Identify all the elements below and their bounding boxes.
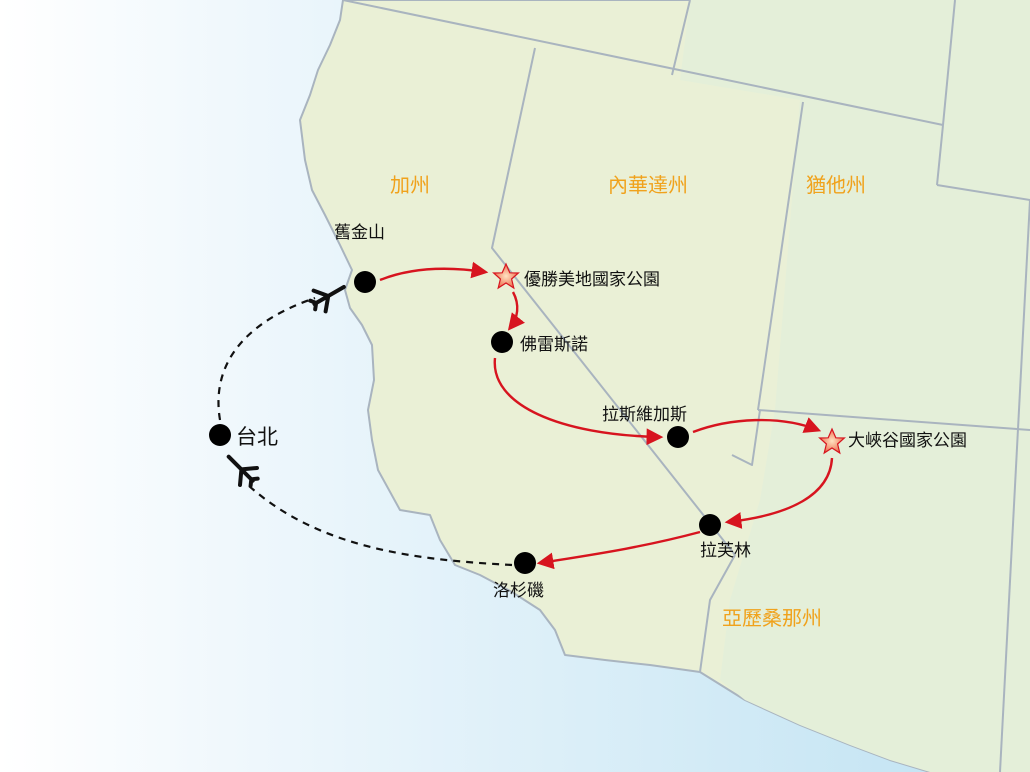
route-lasvegas-grandcanyon (692, 417, 822, 434)
city-label-laughlin: 拉芙林 (700, 541, 751, 561)
ground-routes (379, 261, 834, 570)
city-dot-taipei[interactable] (209, 424, 231, 446)
city-label-lasvegas: 拉斯維加斯 (602, 405, 687, 425)
star-icon[interactable] (818, 427, 846, 455)
city-label-yosemite: 優勝美地國家公園 (524, 270, 660, 290)
route-fresno-lasvegas (493, 357, 664, 446)
city-label-losangeles: 洛杉磯 (493, 581, 544, 601)
flight-route-outbound (217, 296, 316, 421)
city-label-sanfrancisco: 舊金山 (334, 223, 385, 243)
route-grandcanyon-laughlin (724, 457, 834, 529)
route-sf-yosemite (379, 261, 489, 282)
flight-routes (217, 296, 513, 567)
airplane-icon (308, 285, 346, 314)
city-label-fresno: 佛雷斯諾 (520, 335, 588, 355)
city-label-taipei: 台北 (236, 425, 278, 449)
state-label-utah: 猶他州 (806, 173, 866, 197)
state-label-arizona: 亞歷桑那州 (722, 606, 822, 630)
city-dot-fresno[interactable] (491, 331, 513, 353)
airplane-icon (226, 454, 260, 488)
star-icon[interactable] (492, 262, 520, 290)
state-label-california: 加州 (390, 173, 430, 197)
city-markers (209, 271, 721, 574)
route-yosemite-fresno (507, 291, 525, 331)
city-dot-sanfrancisco[interactable] (354, 271, 376, 293)
city-label-grandcanyon: 大峽谷國家公園 (848, 431, 967, 451)
city-dot-losangeles[interactable] (514, 552, 536, 574)
state-borders (342, 0, 1030, 772)
city-dot-laughlin[interactable] (699, 514, 721, 536)
route-laughlin-la (536, 530, 701, 570)
land-east (680, 0, 1030, 772)
state-label-nevada: 內華達州 (608, 173, 688, 197)
city-dot-lasvegas[interactable] (667, 426, 689, 448)
